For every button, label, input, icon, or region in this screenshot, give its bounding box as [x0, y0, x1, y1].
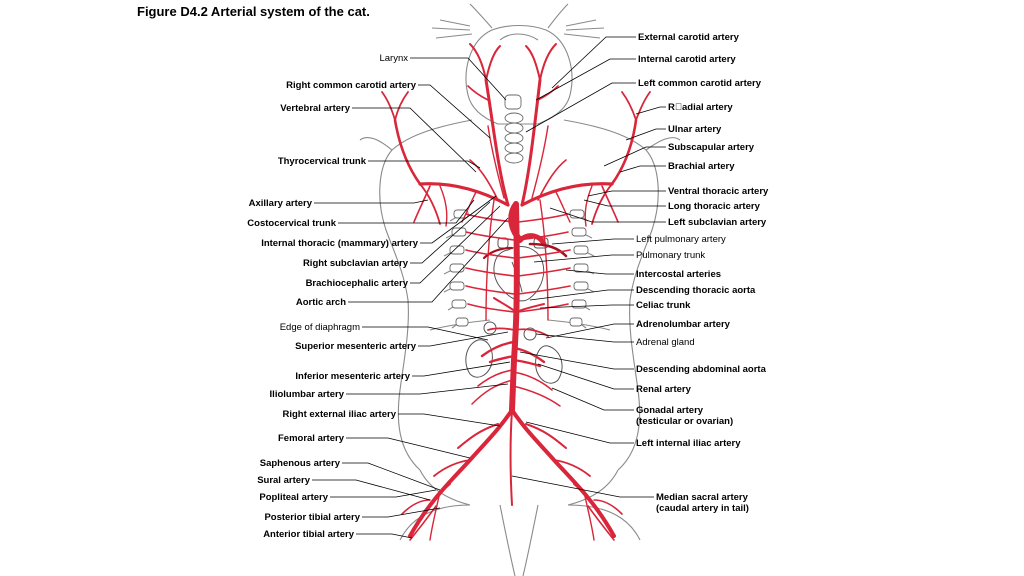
label-femoral-artery: Femoral artery — [277, 433, 344, 444]
label-vertebral-artery: Vertebral artery — [280, 103, 350, 114]
label-adrenolumbar-artery: Adrenolumbar artery — [636, 319, 730, 330]
label-left-internal-iliac-artery: Left internal iliac artery — [636, 438, 741, 449]
label-inferior-mesenteric-artery: Inferior mesenteric artery — [295, 371, 410, 382]
label-intercostal-arteries: Intercostal arteries — [636, 269, 722, 280]
label-descending-abdominal-aorta: Descending abdominal aorta — [636, 364, 766, 375]
label-descending-thoracic-aorta: Descending thoracic aorta — [636, 285, 756, 296]
arteries — [381, 43, 651, 541]
label-ventral-thoracic-artery: Ventral thoracic artery — [668, 186, 769, 197]
label-posterior-tibial-artery: Posterior tibial artery — [264, 512, 360, 523]
label-saphenous-artery: Saphenous artery — [259, 458, 340, 469]
label-adrenal-gland: Adrenal gland — [636, 337, 695, 348]
kidneys — [465, 321, 563, 384]
trachea — [504, 94, 524, 164]
label-celiac-trunk: Celiac trunk — [636, 300, 691, 311]
label-gonadal-artery: Gonadal artery — [636, 405, 704, 416]
label-sural-artery: Sural artery — [257, 475, 310, 486]
label-left-common-carotid-artery: Left common carotid artery — [638, 78, 761, 89]
label-larynx: Larynx — [379, 53, 408, 64]
label-subscapular-artery: Subscapular artery — [668, 142, 755, 153]
label-anterior-tibial-artery: Anterior tibial artery — [263, 529, 354, 540]
label-renal-artery: Renal artery — [636, 384, 691, 395]
label-popliteal-artery: Popliteal artery — [259, 492, 328, 503]
label-left-pulmonary-artery: Left pulmonary artery — [636, 234, 726, 245]
label-pulmonary-trunk: Pulmonary trunk — [636, 250, 706, 261]
label-thyrocervical-trunk: Thyrocervical trunk — [277, 156, 366, 167]
label-aortic-arch: Aortic arch — [295, 297, 346, 308]
label-right-external-iliac-artery: Right external iliac artery — [282, 409, 396, 420]
figure-title: Figure D4.2 Arterial system of the cat. — [137, 4, 370, 19]
label-gonadal-artery-note: (testicular or ovarian) — [636, 416, 734, 427]
label-axillary-artery: Axillary artery — [248, 198, 312, 209]
label-edge-of-diaphragm: Edge of diaphragm — [279, 322, 360, 333]
label-median-sacral-artery-note: (caudal artery in tail) — [656, 503, 749, 514]
label-long-thoracic-artery: Long thoracic artery — [668, 201, 760, 212]
label-brachiocephalic-artery: Brachiocephalic artery — [305, 278, 408, 289]
label-right-common-carotid-artery: Right common carotid artery — [286, 80, 416, 91]
label-median-sacral-artery: Median sacral artery — [656, 492, 748, 503]
label-internal-carotid-artery: Internal carotid artery — [638, 54, 736, 65]
label-iliolumbar-artery: Iliolumbar artery — [269, 389, 344, 400]
label-radial-artery: R adial artery — [668, 102, 733, 113]
label-right-subclavian-artery: Right subclavian artery — [302, 258, 408, 269]
label-brachial-artery: Brachial artery — [668, 161, 735, 172]
leader-lines — [312, 36, 666, 539]
label-internal-thoracic-artery: Internal thoracic (mammary) artery — [261, 238, 418, 249]
label-left-subclavian-artery: Left subclavian artery — [668, 217, 767, 228]
label-superior-mesenteric-artery: Superior mesenteric artery — [295, 341, 416, 352]
label-external-carotid-artery: External carotid artery — [638, 32, 739, 43]
label-costocervical-trunk: Costocervical trunk — [247, 218, 336, 229]
label-ulnar-artery: Ulnar artery — [668, 124, 722, 135]
